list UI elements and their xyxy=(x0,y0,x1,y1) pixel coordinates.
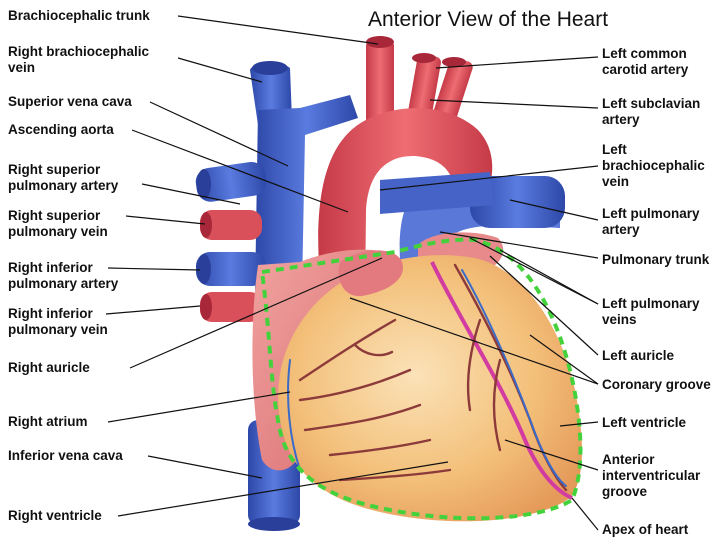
superior-vena-cava-vessel xyxy=(255,95,358,295)
carotid-opening xyxy=(412,53,436,63)
label-right-superior-pulmonary-vein: Right superior pulmonary vein xyxy=(8,208,108,239)
label-anterior-interventricular-groove: Anterior interventricular groove xyxy=(602,452,701,499)
label-right-inferior-pulmonary-artery: Right inferior pulmonary artery xyxy=(8,260,119,291)
label-coronary-groove: Coronary groove xyxy=(602,377,711,392)
right-superior-pulmonary-artery-vessel xyxy=(195,161,267,202)
leader-lines xyxy=(105,15,599,531)
left-common-carotid-vessel xyxy=(407,54,441,126)
label-left-subclavian-artery: Left subclavian artery xyxy=(602,96,701,127)
label-inferior-vena-cava: Inferior vena cava xyxy=(8,448,123,463)
rspa-opening xyxy=(197,169,211,199)
left-brachiocephalic-vein-vessel xyxy=(380,172,494,214)
label-left-brachiocephalic-vein: Left brachiocephalic vein xyxy=(602,142,705,189)
label-right-auricle: Right auricle xyxy=(8,360,90,375)
rspv-opening xyxy=(200,212,212,238)
ventricle-boundary xyxy=(260,237,583,521)
label-ascending-aorta: Ascending aorta xyxy=(8,122,114,137)
label-left-common-carotid-artery: Left common carotid artery xyxy=(602,46,689,77)
interventricular-groove-line xyxy=(430,261,573,500)
label-superior-vena-cava: Superior vena cava xyxy=(8,94,132,109)
label-right-ventricle: Right ventricle xyxy=(8,508,102,523)
label-right-superior-pulmonary-artery: Right superior pulmonary artery xyxy=(8,162,119,193)
right-inferior-pulmonary-vein-vessel xyxy=(200,292,262,322)
right-superior-pulmonary-vein-vessel xyxy=(200,210,262,240)
label-left-auricle: Left auricle xyxy=(602,348,675,363)
brachiocephalic-opening xyxy=(366,36,394,48)
right-auricle-shape xyxy=(338,250,403,297)
right-brachiocephalic-opening xyxy=(252,61,288,75)
diagram-title: Anterior View of the Heart xyxy=(368,8,609,31)
label-pulmonary-trunk: Pulmonary trunk xyxy=(602,252,710,267)
label-brachiocephalic-trunk: Brachiocephalic trunk xyxy=(8,8,150,23)
ripv-opening xyxy=(200,294,212,320)
brachiocephalic-trunk-vessel xyxy=(366,40,394,130)
label-right-brachiocephalic-vein: Right brachiocephalic vein xyxy=(8,44,150,75)
left-subclavian-vessel xyxy=(431,57,473,129)
label-left-pulmonary-veins: Left pulmonary veins xyxy=(602,296,700,327)
label-left-ventricle: Left ventricle xyxy=(602,415,687,430)
ripa-opening xyxy=(197,254,211,284)
label-apex-of-heart: Apex of heart xyxy=(602,522,689,537)
ivc-opening xyxy=(248,517,300,531)
label-left-pulmonary-artery: Left pulmonary artery xyxy=(602,206,700,237)
label-right-atrium: Right atrium xyxy=(8,414,88,429)
ventricles-shape xyxy=(278,255,582,522)
label-right-inferior-pulmonary-vein: Right inferior pulmonary vein xyxy=(8,306,108,337)
right-inferior-pulmonary-artery-vessel xyxy=(196,252,266,286)
cardiac-veins xyxy=(287,269,567,487)
subclavian-opening xyxy=(442,57,466,67)
